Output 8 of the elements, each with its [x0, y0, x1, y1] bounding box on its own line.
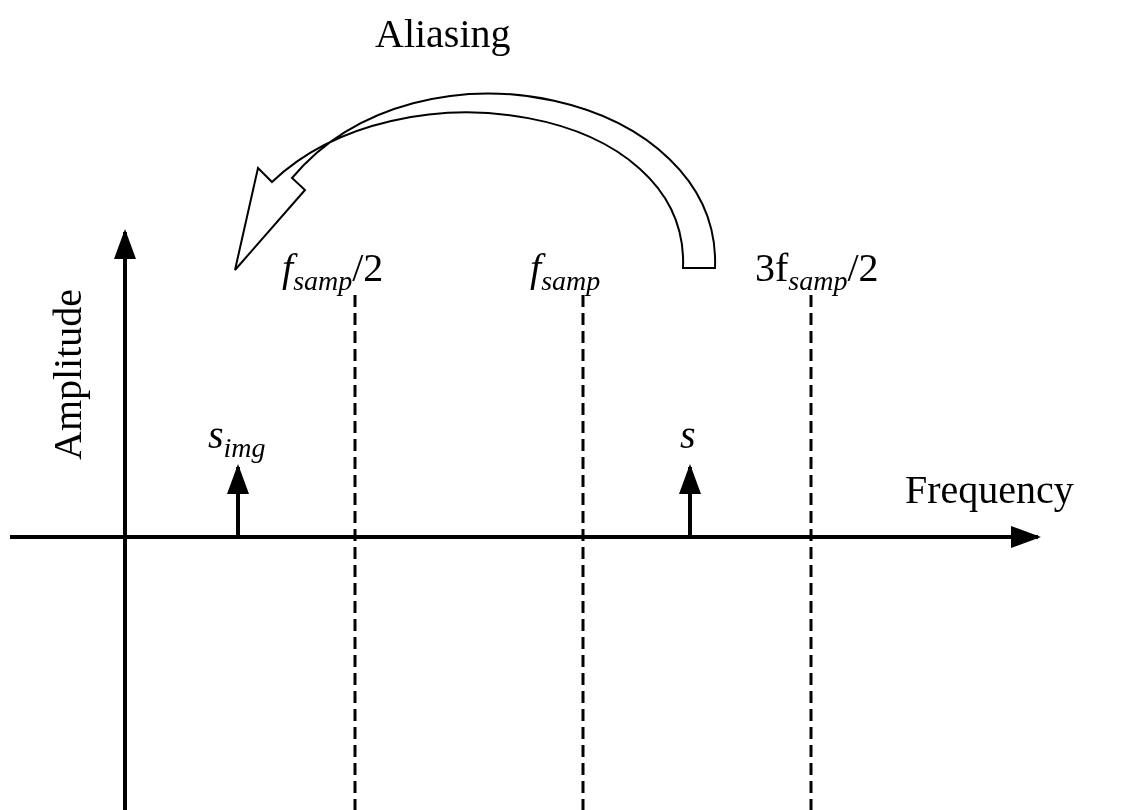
frequency-marker-label: f$_{samp}$/2: [282, 248, 384, 295]
signal-label: s: [680, 415, 696, 455]
signal-label: s$_{img}$: [208, 415, 266, 462]
axis-label: Amplitude: [48, 288, 88, 460]
frequency-marker-label: 3f$_{samp}$/2: [755, 248, 879, 295]
frequency-marker-label: f$_{samp}$: [530, 248, 601, 295]
axis-label: Frequency: [905, 470, 1074, 510]
arrow-label: Aliasing: [375, 14, 511, 54]
